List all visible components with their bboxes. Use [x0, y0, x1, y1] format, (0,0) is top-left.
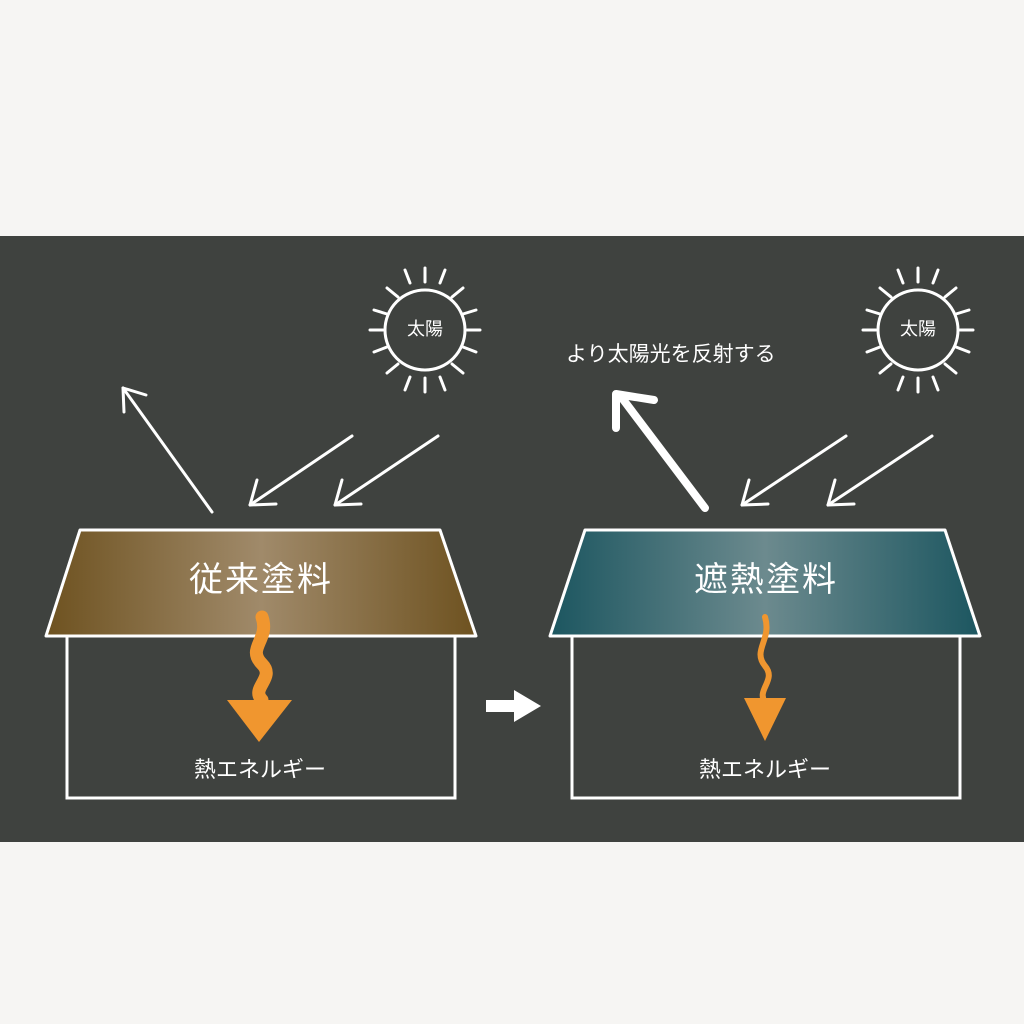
left-roof: [44, 528, 478, 638]
right-roof: [548, 528, 982, 638]
right-reflected-arrow: [612, 390, 709, 512]
left-roof-label: 従来塗料: [189, 560, 333, 600]
left-sun-label: 太陽: [407, 319, 443, 340]
transition-arrow-icon: [486, 690, 541, 722]
right-heat-arrow: [744, 614, 786, 741]
left-reflected-arrow: [121, 386, 214, 514]
left-incoming-sunlight-arrows: [248, 434, 440, 507]
left-heat-label: 熱エネルギー: [193, 758, 326, 783]
reflect-label: より太陽光を反射する: [566, 342, 776, 366]
right-sun-icon: [861, 266, 975, 394]
left-heat-arrow: [227, 610, 292, 742]
left-sun-icon: [368, 266, 482, 394]
right-incoming-sunlight-arrows: [740, 434, 934, 507]
right-heat-label: 熱エネルギー: [698, 758, 831, 783]
right-sun-label: 太陽: [900, 319, 936, 340]
right-roof-label: 遮熱塗料: [694, 560, 838, 600]
